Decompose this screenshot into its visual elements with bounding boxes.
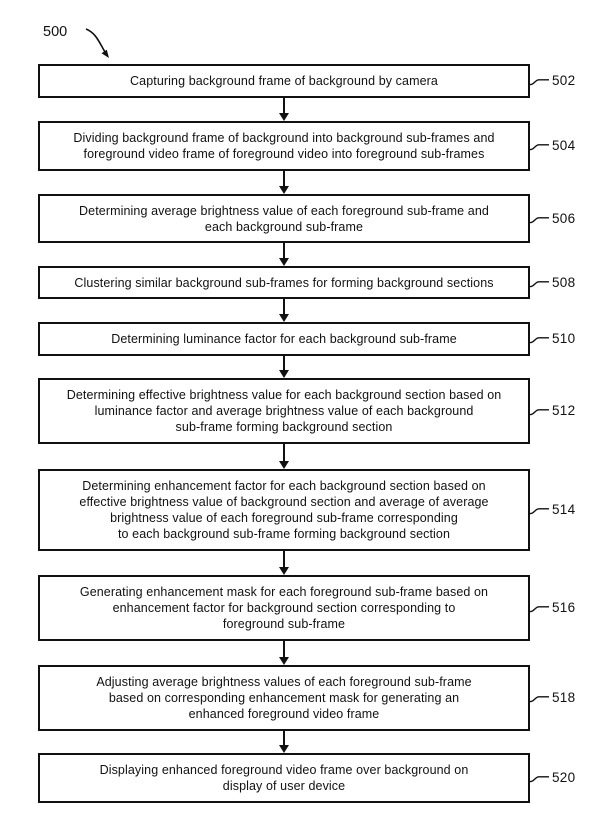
- ref-label-502: 502: [530, 64, 575, 98]
- reference-lead-line-icon: [530, 216, 549, 223]
- reference-lead-line-icon: [530, 280, 549, 287]
- flow-step-box-516: Generating enhancement mask for each for…: [38, 575, 530, 641]
- figure-number-label: 500: [43, 24, 67, 40]
- reference-lead-line-icon: [530, 337, 549, 344]
- reference-lead-line-icon: [530, 508, 549, 515]
- flow-step-box-508: Clustering similar background sub-frames…: [38, 266, 530, 299]
- flow-step-box-510: Determining luminance factor for each ba…: [38, 322, 530, 356]
- flow-arrow-icon: [279, 356, 289, 378]
- flow-step-box-504: Dividing background frame of background …: [38, 121, 530, 171]
- flow-step-text: Clustering similar background sub-frames…: [74, 275, 494, 290]
- reference-lead-line-icon: [530, 696, 549, 703]
- ref-label-518: 518: [530, 665, 575, 731]
- flow-step-box-518: Adjusting average brightness values of e…: [38, 665, 530, 731]
- flow-arrow-icon: [279, 171, 289, 194]
- ref-label-504: 504: [530, 121, 575, 171]
- ref-label-520: 520: [530, 753, 575, 803]
- figure-pointer-arrow-icon: [85, 28, 109, 58]
- figure-number-group: 500: [43, 24, 109, 58]
- flow-step-text: Capturing background frame of background…: [130, 74, 438, 88]
- flow-step-box-502: Capturing background frame of background…: [38, 64, 530, 98]
- flow-step-text: Determining effective brightness value f…: [66, 388, 502, 434]
- flow-arrow-icon: [279, 641, 289, 665]
- ref-number: 504: [552, 138, 576, 154]
- flow-arrow-icon: [279, 444, 289, 469]
- reference-lead-line-icon: [530, 144, 549, 151]
- reference-lead-line-icon: [530, 79, 549, 86]
- flow-step-text: Generating enhancement mask for each for…: [79, 585, 489, 631]
- ref-number: 502: [552, 73, 576, 89]
- flow-arrow-icon: [279, 731, 289, 753]
- ref-label-508: 508: [530, 266, 575, 299]
- flow-step-text: Displaying enhanced foreground video fra…: [99, 763, 469, 793]
- flow-step-box-512: Determining effective brightness value f…: [38, 378, 530, 444]
- flow-step-box-514: Determining enhancement factor for each …: [38, 469, 530, 551]
- flow-step-text: Determining enhancement factor for each …: [79, 479, 489, 541]
- ref-label-510: 510: [530, 322, 575, 356]
- ref-number: 506: [552, 210, 576, 226]
- flow-arrow-icon: [279, 299, 289, 322]
- ref-number: 508: [552, 274, 576, 290]
- ref-label-516: 516: [530, 575, 575, 641]
- ref-number: 510: [552, 331, 576, 347]
- reference-lead-line-icon: [530, 776, 549, 783]
- flow-step-text: Dividing background frame of background …: [73, 131, 495, 161]
- flow-arrow-icon: [279, 98, 289, 121]
- ref-number: 520: [552, 770, 576, 786]
- flow-step-text: Determining luminance factor for each ba…: [111, 332, 457, 346]
- ref-number: 512: [552, 403, 576, 419]
- flow-arrow-icon: [279, 551, 289, 575]
- reference-lead-line-icon: [530, 409, 549, 416]
- flow-step-text: Determining average brightness value of …: [79, 203, 489, 234]
- ref-label-514: 514: [530, 469, 575, 551]
- ref-label-512: 512: [530, 378, 575, 444]
- flow-step-box-506: Determining average brightness value of …: [38, 194, 530, 243]
- flow-arrow-icon: [279, 243, 289, 266]
- flow-step-box-520: Displaying enhanced foreground video fra…: [38, 753, 530, 803]
- flow-step-text: Adjusting average brightness values of e…: [96, 675, 472, 721]
- ref-label-506: 506: [530, 194, 575, 243]
- reference-lead-line-icon: [530, 606, 549, 613]
- ref-number: 518: [552, 690, 576, 706]
- ref-number: 516: [552, 600, 576, 616]
- ref-number: 514: [552, 502, 576, 518]
